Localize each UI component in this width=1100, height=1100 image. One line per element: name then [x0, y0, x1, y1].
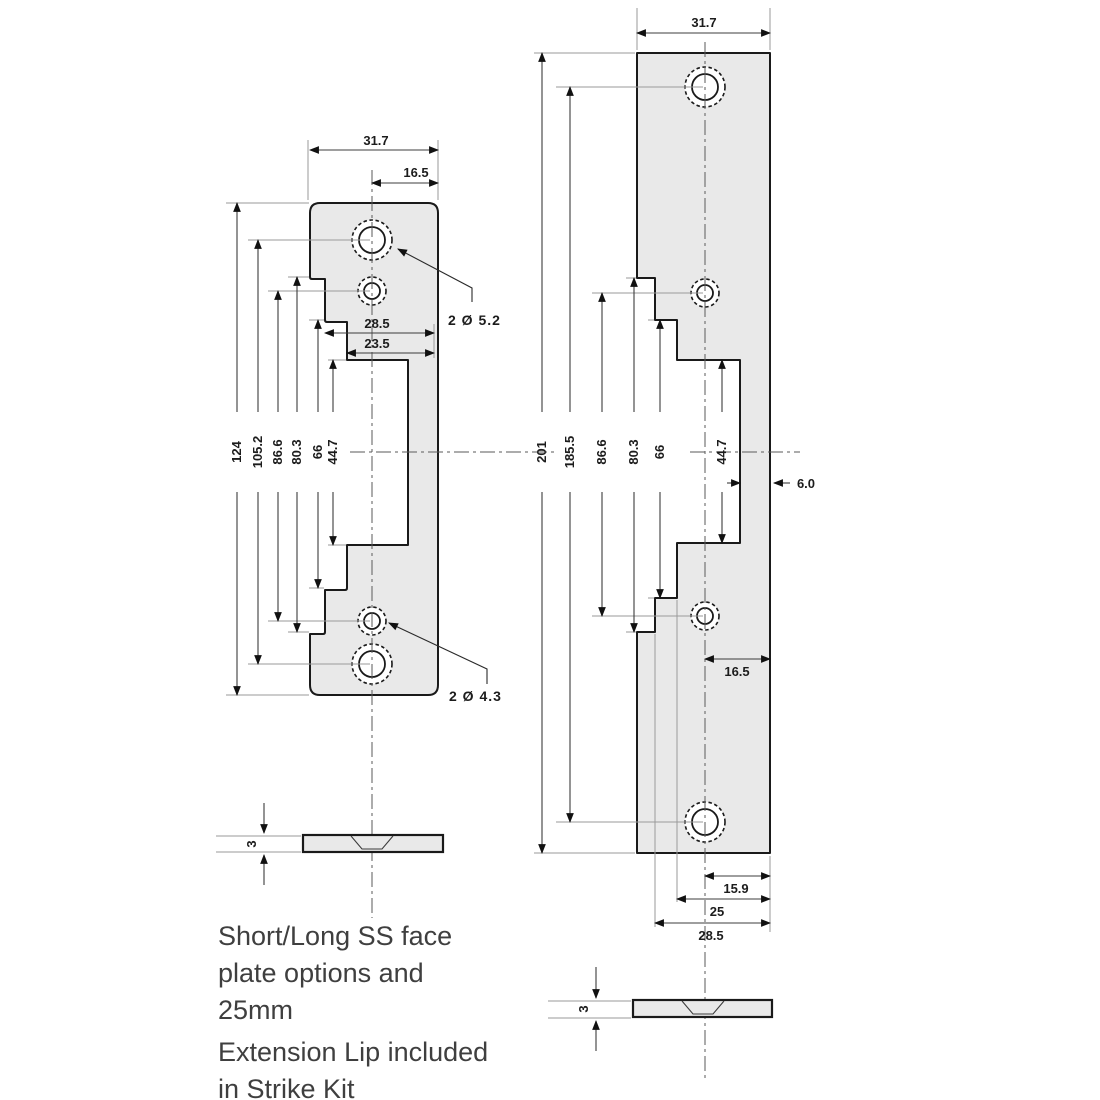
dim-long-hole-spacing: 185.5 — [562, 85, 577, 824]
dim-short-inner-hole-spacing-label: 86.6 — [270, 439, 285, 464]
caption-line: Short/Long SS face — [218, 921, 453, 951]
dim-long-inner-hole-spacing-label: 86.6 — [594, 439, 609, 464]
long-plate-side-body — [631, 998, 774, 1019]
dim-long-bottom-step-width-label: 28.5 — [698, 928, 723, 943]
caption-line: plate options and — [218, 958, 424, 988]
dim-long-recess-height-label: 66 — [652, 445, 667, 459]
dim-short-step-width: 28.5 — [323, 316, 436, 337]
dim-long-bottom-step-width: 28.5 — [653, 919, 772, 943]
long-plate-outline — [636, 52, 771, 854]
short-plate-countersink — [350, 835, 394, 850]
dim-short-upper-step-height-label: 80.3 — [289, 439, 304, 464]
long-plate-side-view: 3 — [548, 967, 774, 1051]
caption-line: 25mm — [218, 995, 294, 1025]
dim-long-cutout-height: 44.7 — [714, 358, 729, 545]
dim-long-bottom-recess-width-label: 25 — [710, 904, 724, 919]
dim-short-width: 31.7 — [308, 133, 440, 154]
dim-short-recess-width-label: 23.5 — [364, 336, 389, 351]
dim-short-recess-width: 23.5 — [345, 336, 436, 357]
caption-text: Short/Long SS face plate options and 25m… — [218, 918, 548, 1100]
dim-short-inner-hole-spacing: 86.6 — [270, 289, 285, 623]
dim-short-outer-hole-spacing-label: 105.2 — [250, 436, 265, 469]
dim-long-bottom-hole-to-edge: 15.9 — [703, 872, 772, 896]
long-plate-view: 31.7 201 185.5 86.6 80.3 66 — [534, 8, 815, 1078]
dim-short-recess-height-label: 66 — [310, 445, 325, 459]
caption-line: Extension Lip included — [218, 1037, 489, 1067]
short-plate-side-view: 3 — [216, 803, 445, 885]
dim-short-recess-height: 66 — [310, 318, 325, 590]
dim-long-width-label: 31.7 — [691, 15, 716, 30]
dim-short-hole-to-edge: 16.5 — [370, 165, 440, 187]
callout-top-holes-label: 2 Ø 5.2 — [448, 312, 501, 328]
dim-long-lip-width: 6.0 — [727, 476, 815, 491]
callout-bottom-holes: 2 Ø 4.3 — [388, 622, 502, 704]
short-plate-outline — [309, 202, 439, 696]
dim-long-recess-height: 66 — [652, 318, 667, 600]
dim-long-bottom-hole-to-edge-label: 15.9 — [723, 881, 748, 896]
dim-long-thickness-label: 3 — [576, 1005, 591, 1012]
caption-line: in Strike Kit — [218, 1074, 355, 1100]
dim-short-width-label: 31.7 — [363, 133, 388, 148]
dim-short-height: 124 — [229, 201, 244, 697]
dim-long-inner-hole-spacing: 86.6 — [594, 291, 609, 618]
dim-long-bottom-recess-width: 25 — [675, 895, 772, 919]
dim-short-thickness-label: 3 — [244, 840, 259, 847]
dim-long-upper-step-height: 80.3 — [626, 276, 641, 634]
dim-long-height-label: 201 — [534, 441, 549, 463]
dim-long-cutout-height-label: 44.7 — [714, 439, 729, 464]
dim-short-upper-step-height: 80.3 — [289, 275, 304, 634]
dim-long-hole-to-edge: 16.5 — [703, 655, 772, 679]
dim-long-hole-spacing-label: 185.5 — [562, 436, 577, 469]
dim-short-outer-hole-spacing: 105.2 — [250, 238, 265, 666]
dim-short-cutout-height-label: 44.7 — [325, 439, 340, 464]
callout-top-holes: 2 Ø 5.2 — [397, 248, 501, 328]
short-plate-side-body — [301, 833, 445, 854]
dim-long-height: 201 — [534, 51, 549, 855]
short-plate-view: 31.7 16.5 124 105.2 86.6 80.3 — [216, 133, 558, 918]
dim-short-height-label: 124 — [229, 440, 244, 462]
long-plate-extension-lines — [534, 8, 771, 932]
long-plate-countersink — [681, 1000, 725, 1015]
callout-bottom-holes-label: 2 Ø 4.3 — [449, 688, 502, 704]
dim-long-hole-to-edge-label: 16.5 — [724, 664, 749, 679]
dim-long-lip-width-label: 6.0 — [797, 476, 815, 491]
dim-short-step-width-label: 28.5 — [364, 316, 389, 331]
dim-long-width: 31.7 — [635, 15, 772, 37]
dim-short-cutout-height: 44.7 — [325, 358, 340, 547]
dim-short-hole-to-edge-label: 16.5 — [403, 165, 428, 180]
dim-long-upper-step-height-label: 80.3 — [626, 439, 641, 464]
